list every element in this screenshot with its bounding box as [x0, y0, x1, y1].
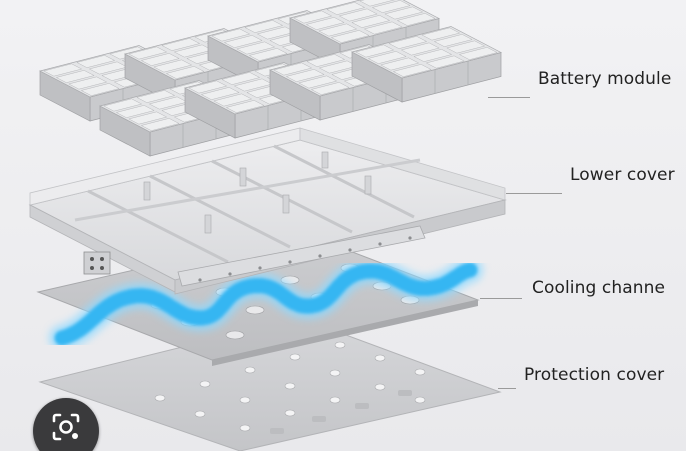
image-search-icon — [50, 411, 82, 443]
label-cooling-channel: Cooling channe — [532, 278, 665, 298]
leader-line-lower-cover — [506, 193, 562, 194]
leader-line-cooling-channel — [480, 298, 522, 299]
lower-cover-tray — [30, 128, 505, 294]
leader-line-protection-cover — [498, 388, 516, 389]
label-lower-cover: Lower cover — [570, 165, 675, 185]
label-protection-cover: Protection cover — [524, 365, 664, 385]
leader-line-battery-module — [488, 97, 530, 98]
battery-modules — [40, 0, 501, 156]
label-battery-module: Battery module — [538, 69, 671, 89]
